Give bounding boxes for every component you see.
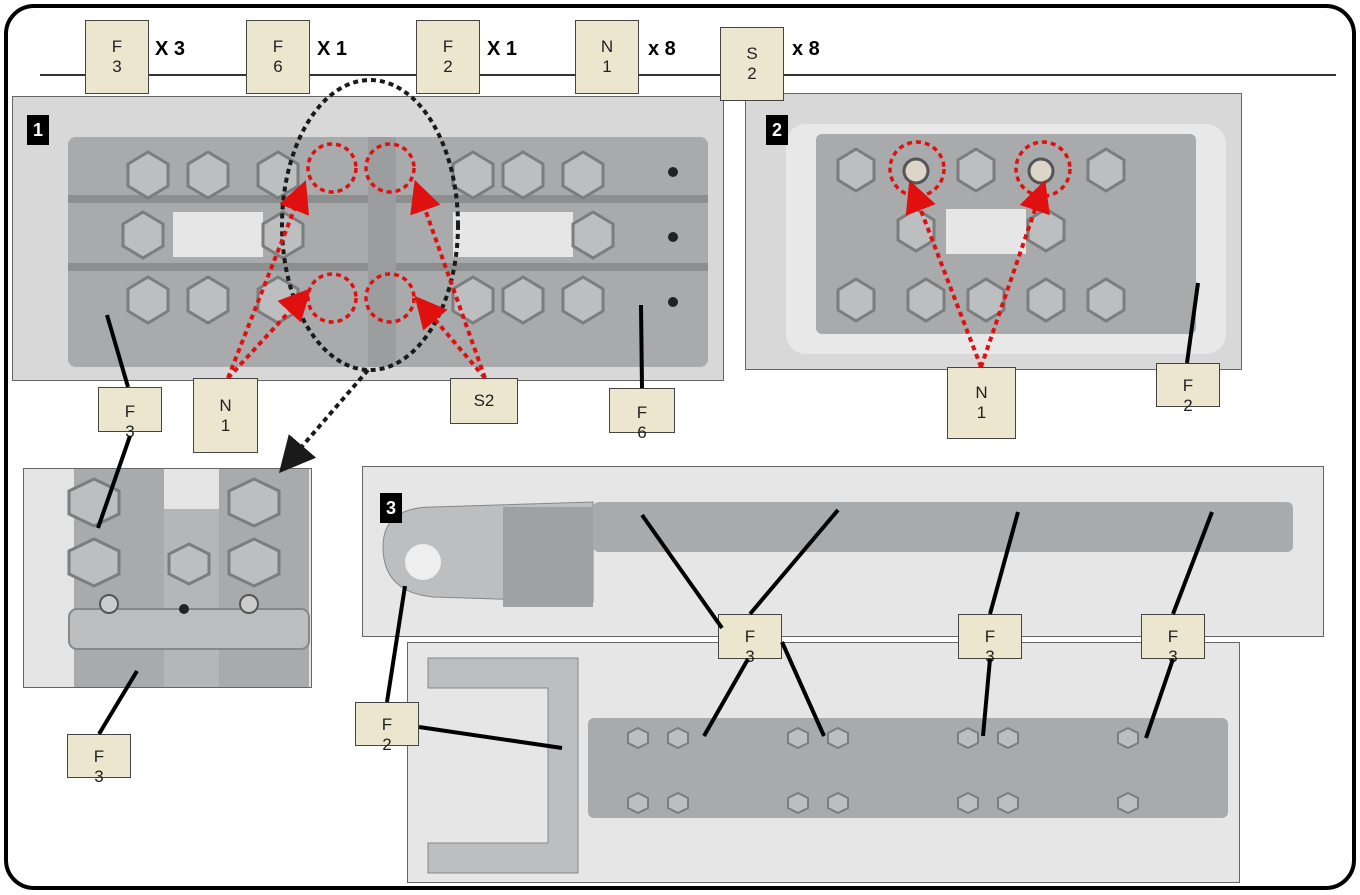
callout-letter: F (984, 627, 996, 646)
part-code-number: 2 (747, 64, 757, 83)
step3-bottom-image (408, 643, 1239, 882)
detail-photo (23, 468, 312, 688)
callout-letter: F (1182, 376, 1194, 395)
callout-step3-f3-b: F 3 (958, 614, 1022, 666)
header-part-f3: F 3 (85, 20, 149, 94)
callout-letter: N (975, 383, 988, 402)
callout-number: 3 (94, 767, 104, 786)
callout-number: 3 (985, 647, 995, 666)
part-code-number: 6 (273, 57, 283, 76)
header-qty-f2: X 1 (487, 38, 518, 60)
header-part-f2: F 2 (416, 20, 480, 94)
instruction-frame (4, 4, 1356, 890)
part-code-letter: F (111, 37, 123, 56)
header-part-s2: S 2 (720, 27, 784, 101)
part-code-letter: F (442, 37, 454, 56)
callout-letter: F (636, 403, 648, 422)
callout-step2-n1: N 1 (947, 367, 1016, 439)
callout-letter: F (93, 747, 105, 766)
step-number-2: 2 (766, 115, 788, 145)
detail-closeup-image (24, 469, 311, 687)
callout-step1-s2: S2 (450, 378, 518, 424)
header-rule (40, 74, 1336, 76)
part-code-number: 1 (602, 57, 612, 76)
step1-photo (12, 96, 724, 381)
part-code-letter: N (600, 37, 614, 56)
callout-step1-n1: N 1 (193, 378, 258, 453)
step2-photo (745, 93, 1242, 370)
header-part-f6: F 6 (246, 20, 310, 94)
part-code-number: 3 (112, 57, 122, 76)
callout-step2-f2: F 2 (1156, 363, 1220, 415)
step3-bottom-photo (407, 642, 1240, 883)
callout-step3-f3-c: F 3 (1141, 614, 1205, 666)
part-code-number: 2 (443, 57, 453, 76)
callout-number: 3 (1168, 647, 1178, 666)
callout-letter: F (1167, 627, 1179, 646)
header-qty-f6: X 1 (317, 38, 348, 60)
callout-letter: F (124, 402, 136, 421)
step-number-3: 3 (380, 493, 402, 523)
part-code-letter: F (272, 37, 284, 56)
header-part-n1: N 1 (575, 20, 639, 94)
callout-number: 6 (637, 423, 647, 442)
step-number-1: 1 (27, 115, 49, 145)
callout-number: 1 (976, 403, 987, 422)
step2-frame-part-image (786, 124, 1226, 354)
step3-top-photo (362, 466, 1324, 637)
header-qty-n1: x 8 (648, 38, 676, 60)
callout-detail-f3: F 3 (67, 734, 131, 786)
callout-step1-f6: F 6 (609, 388, 675, 442)
callout-number: 2 (1183, 396, 1193, 415)
step3-top-image (363, 467, 1323, 636)
callout-step3-f2: F 2 (355, 702, 419, 754)
callout-step3-f3-a: F 3 (718, 614, 782, 666)
callout-number: 2 (382, 735, 392, 754)
callout-number: 3 (745, 647, 755, 666)
header-qty-f3: X 3 (155, 38, 186, 60)
callout-number: 1 (220, 415, 231, 435)
callout-letter: N (219, 395, 232, 415)
header-qty-s2: x 8 (792, 38, 820, 60)
callout-label: S2 (473, 391, 495, 410)
callout-letter: F (381, 715, 393, 734)
part-code-letter: S (746, 44, 758, 63)
callout-number: 3 (125, 422, 135, 441)
callout-step1-f3: F 3 (98, 387, 162, 441)
step1-frame-part-image (68, 137, 708, 367)
callout-letter: F (744, 627, 756, 646)
